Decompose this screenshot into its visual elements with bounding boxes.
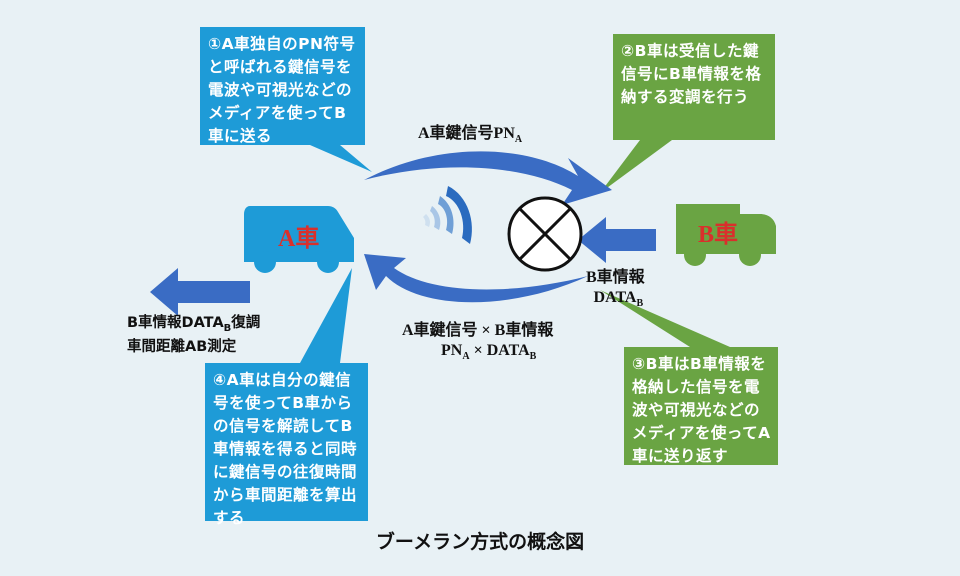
demod-line1-sub: B	[223, 322, 232, 334]
callout-step-4: ④A車は自分の鍵信号を使ってB車からの信号を解読してB車情報を得ると同時に鍵信号…	[213, 371, 358, 527]
callout-3-shape	[600, 290, 778, 465]
top-arrow-label: A車鍵信号PNA	[418, 124, 522, 150]
b-info-line2: DATA	[593, 289, 637, 306]
car-b-shape	[676, 204, 776, 266]
b-info-line1: B車情報	[586, 269, 645, 286]
bottom-arrow-data: × DATA	[469, 342, 530, 359]
callout-step-1: ①A車独自のPN符号と呼ばれる鍵信号を電波や可視光などのメディアを使ってB車に送…	[208, 35, 356, 145]
left-output-arrow	[150, 268, 250, 316]
top-arrow-label-text: A車鍵信号PN	[418, 125, 515, 142]
top-curved-arrow	[364, 151, 612, 205]
bottom-arrow-data-sub: B	[529, 351, 537, 363]
mixer-icon	[507, 196, 583, 272]
bottom-arrow-pn: PN	[441, 342, 463, 359]
demod-line2: 車間距離AB測定	[127, 338, 237, 355]
car-b-label: B車	[698, 222, 739, 248]
bottom-arrow-pn-sub: A	[462, 351, 470, 363]
bottom-arrow-label: A車鍵信号 × B車情報 PNA × DATAB	[402, 321, 553, 367]
signal-wave-icon	[423, 186, 472, 244]
car-a-shape	[244, 206, 354, 273]
callout-step-3: ③B車はB車情報を格納した信号を電波や可視光などのメディアを使ってA車に送り返す	[632, 355, 771, 465]
callout-1-shape	[200, 27, 372, 172]
callout-2-shape	[600, 34, 775, 193]
bottom-arrow-line1: A車鍵信号 × B車情報	[402, 322, 554, 339]
demod-label: B車情報DATAB復調 車間距離AB測定	[127, 314, 260, 357]
diagram-caption: ブーメラン方式の概念図	[375, 531, 585, 553]
demod-line1-a: B車情報DATA	[127, 315, 224, 331]
top-arrow-label-sub: A	[514, 134, 523, 146]
demod-line1-b: 復調	[231, 315, 261, 331]
b-info-label: B車情報 DATAB	[586, 268, 645, 314]
callout-step-2: ②B車は受信した鍵信号にB車情報を格納する変調を行う	[621, 42, 762, 106]
callout-4-shape	[205, 268, 368, 521]
b-to-mixer-arrow	[578, 217, 656, 263]
b-info-line2-sub: B	[636, 298, 644, 310]
bottom-curved-arrow	[364, 254, 588, 303]
car-a-label: A車	[278, 226, 320, 252]
